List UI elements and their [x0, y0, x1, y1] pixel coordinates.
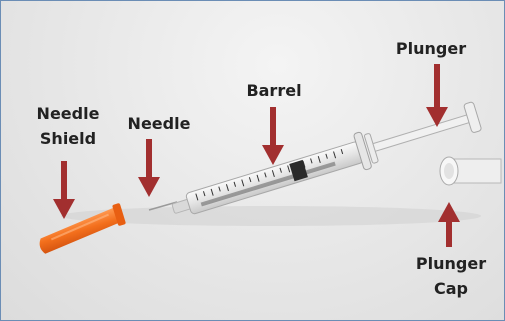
plunger-cap-arrow — [438, 202, 460, 247]
needle-label: Needle — [119, 111, 199, 136]
needle-shield-arrow — [53, 161, 75, 219]
needle-shield-label-line2: Shield — [28, 126, 108, 151]
plunger-cap-label: Plunger Cap — [401, 251, 501, 301]
plunger-cap-label-line1: Plunger — [401, 251, 501, 276]
plunger-cap-label-line2: Cap — [401, 276, 501, 301]
needle-shield-label-line1: Needle — [28, 101, 108, 126]
needle-shield-label: Needle Shield — [28, 101, 108, 151]
needle-shield-shape — [35, 203, 128, 255]
barrel-arrow — [262, 107, 284, 165]
plunger-arrow — [426, 64, 448, 127]
plunger-rod — [373, 114, 471, 151]
barrel-label: Barrel — [234, 78, 314, 103]
plunger-cap-shape — [440, 157, 501, 185]
needle-arrow — [138, 139, 160, 197]
plunger-label: Plunger — [381, 36, 481, 61]
